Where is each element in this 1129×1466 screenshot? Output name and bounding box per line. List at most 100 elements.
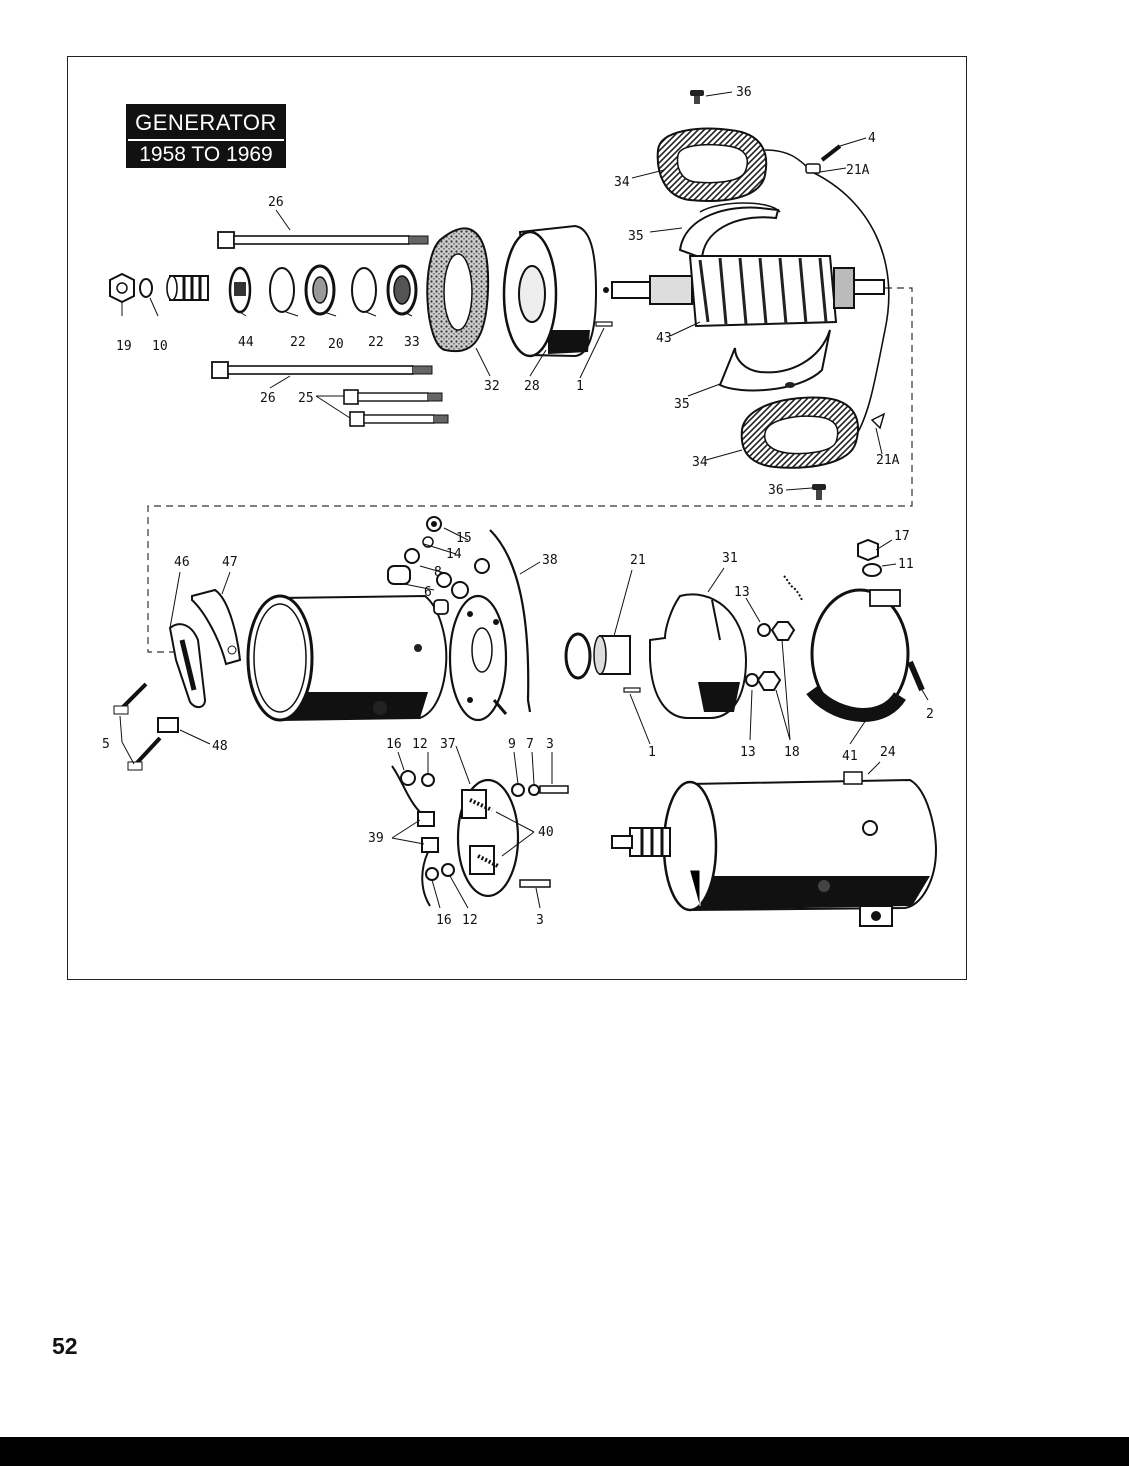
terminal-nuts (745, 621, 796, 691)
callout-6: 6 (424, 585, 432, 600)
dowel-pin-top (595, 321, 613, 327)
terminal-21a-bottom (870, 412, 886, 430)
callout-8: 8 (434, 565, 442, 580)
frame-bolts (343, 389, 449, 427)
cover-spring (783, 575, 803, 601)
terminal-hardware (387, 516, 490, 615)
callout-10: 10 (152, 339, 168, 354)
field-coil-top (656, 127, 811, 202)
callout-19: 19 (116, 339, 132, 354)
callout-22-b: 22 (368, 335, 384, 350)
drive-nut (109, 272, 135, 304)
armature (611, 255, 885, 328)
callout-26-top: 26 (268, 195, 284, 210)
callout-14: 14 (446, 547, 462, 562)
brush-hardware (400, 770, 569, 888)
strap-screw (907, 660, 925, 692)
callout-1-bottom: 1 (648, 745, 656, 760)
callout-34-top: 34 (614, 175, 630, 190)
callout-5: 5 (102, 737, 110, 752)
callout-17: 17 (894, 529, 910, 544)
callout-13-bottom: 13 (740, 745, 756, 760)
callout-12-top: 12 (412, 737, 428, 752)
pole-shoe-screw-bottom (812, 484, 826, 500)
bottom-scan-bar (0, 1437, 1129, 1466)
callout-25: 25 (298, 391, 314, 406)
callout-39: 39 (368, 831, 384, 846)
callout-36-bottom: 36 (768, 483, 784, 498)
callout-32: 32 (484, 379, 500, 394)
callout-37: 37 (440, 737, 456, 752)
commutator-cover-band (649, 593, 748, 719)
generator-exploded-diagram: 36 4 21A 34 26 35 19 10 44 22 20 22 33 4… (102, 85, 938, 928)
terminal-screw (805, 144, 842, 174)
generator-frame (246, 594, 448, 722)
drive-washer (139, 278, 153, 298)
callout-38: 38 (542, 553, 558, 568)
gasket (426, 227, 490, 353)
callout-3-bottom: 3 (536, 913, 544, 928)
field-wire (811, 171, 890, 433)
clamp-screws (113, 682, 179, 771)
through-bolt-upper (217, 231, 429, 249)
through-bolt-lower (211, 361, 433, 379)
title-line-1: GENERATOR (128, 110, 284, 141)
retainer-ring-b (351, 267, 377, 313)
callout-47: 47 (222, 555, 238, 570)
callout-15: 15 (456, 531, 472, 546)
callout-labels: 36 4 21A 34 26 35 19 10 44 22 20 22 33 4… (102, 85, 934, 928)
dashed-assembly-line (147, 287, 913, 653)
strap-nut (857, 538, 882, 577)
callout-13-top: 13 (734, 585, 750, 600)
callout-2: 2 (926, 707, 934, 722)
callout-48: 48 (212, 739, 228, 754)
commutator-end-cover (502, 224, 609, 358)
callout-21: 21 (630, 553, 646, 568)
ball-bearing (304, 264, 336, 316)
pole-shoe-top (678, 202, 781, 260)
page-number: 52 (52, 1333, 78, 1359)
callout-18: 18 (784, 745, 800, 760)
callout-26-bottom: 26 (260, 391, 276, 406)
brush-end-plate (448, 594, 508, 722)
callout-28: 28 (524, 379, 540, 394)
assembled-generator (611, 771, 938, 927)
spacer-44 (228, 266, 252, 314)
callout-20: 20 (328, 337, 344, 352)
dowel-pin-bottom (623, 687, 641, 693)
callout-35-bottom: 35 (674, 397, 690, 412)
callout-43: 43 (656, 331, 672, 346)
retainer-ring-a (269, 267, 295, 313)
callout-46: 46 (174, 555, 190, 570)
callout-21a-top: 21A (846, 163, 870, 178)
title-block: GENERATOR 1958 TO 1969 (126, 104, 286, 168)
callout-40: 40 (538, 825, 554, 840)
callout-34-bottom: 34 (692, 455, 708, 470)
bearing-33 (386, 264, 418, 316)
callout-12-bottom: 12 (462, 913, 478, 928)
callout-16-bottom: 16 (436, 913, 452, 928)
clamp-plate-46 (168, 623, 207, 708)
pole-shoe-screw-top (690, 90, 704, 104)
callout-31: 31 (722, 551, 738, 566)
callout-35-top: 35 (628, 229, 644, 244)
leader-lines (119, 91, 929, 909)
diagram-frame (67, 56, 967, 980)
callout-7: 7 (526, 737, 534, 752)
pole-shoe-bottom (718, 329, 831, 392)
brushes (391, 765, 439, 907)
callout-36-top: 36 (736, 85, 752, 100)
callout-11: 11 (898, 557, 914, 572)
callout-22-a: 22 (290, 335, 306, 350)
needle-bearing (564, 632, 631, 680)
callout-44: 44 (238, 335, 254, 350)
clamp-plate-47 (191, 588, 242, 666)
field-coil-bottom (740, 396, 859, 469)
callout-4: 4 (868, 131, 876, 146)
ground-cable (489, 529, 532, 713)
callout-16-top: 16 (386, 737, 402, 752)
callout-33: 33 (404, 335, 420, 350)
brush-holder-plate (456, 778, 520, 898)
callout-24: 24 (880, 745, 896, 760)
callout-1-top: 1 (576, 379, 584, 394)
